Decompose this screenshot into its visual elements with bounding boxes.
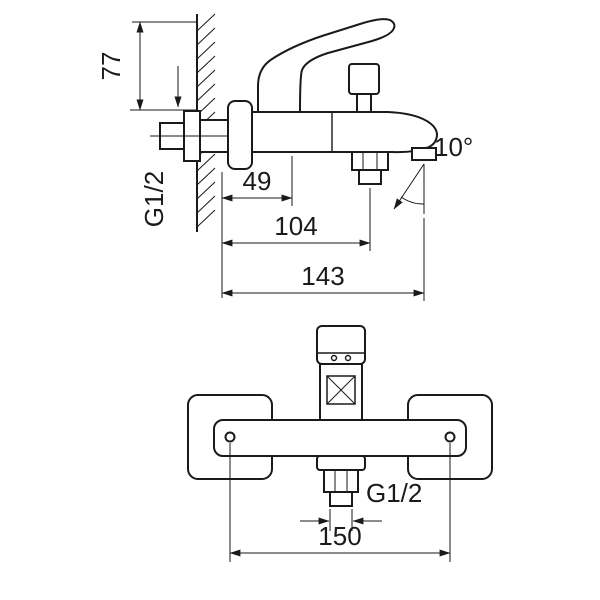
outlet-thread-stub xyxy=(358,169,382,185)
angle-arc xyxy=(400,196,425,205)
dimension-143: 143 xyxy=(221,218,425,301)
dimension-104: 104 xyxy=(221,188,371,251)
dim-104-label: 104 xyxy=(274,211,317,241)
dim-49-label: 49 xyxy=(243,166,272,196)
thread-label-side: G1/2 xyxy=(139,171,169,227)
diverter-knob-front xyxy=(316,325,366,365)
diverter-knob-side xyxy=(348,63,380,113)
diverter-dot xyxy=(330,354,338,362)
diverter-cap xyxy=(348,63,380,95)
dim-143-label: 143 xyxy=(301,261,344,291)
dim-150-label: 150 xyxy=(318,521,361,551)
diverter-cap-front xyxy=(316,325,366,365)
diverter-dot xyxy=(344,354,352,362)
angle-label: 10° xyxy=(434,132,473,162)
bar-end-screw-left xyxy=(224,431,236,443)
outlet-thread-stub-front xyxy=(329,491,353,507)
body-and-spout xyxy=(251,111,439,154)
dimension-49: 49 xyxy=(221,156,293,206)
shower-hose-outlet-side xyxy=(351,151,389,185)
angle-10-annotation: 10° xyxy=(393,132,473,214)
outlet-nut xyxy=(351,151,389,171)
lever-handle xyxy=(257,18,396,113)
window-diagonal xyxy=(326,375,356,405)
mounting-bar xyxy=(213,419,467,457)
front-view-drawing: G1/2 150 xyxy=(187,325,493,562)
angle-flow-arrow xyxy=(393,163,425,210)
diverter-window xyxy=(326,375,356,405)
side-view-drawing: 10° 77 G1/2 49 104 14 xyxy=(96,13,473,301)
wall-connector xyxy=(150,110,229,162)
wall-escutcheon xyxy=(227,100,253,170)
outlet-collar xyxy=(316,455,366,471)
thread-label-front: G1/2 xyxy=(366,478,422,508)
body-column-front xyxy=(319,363,363,423)
bar-end-screw-right xyxy=(444,431,456,443)
dimension-150: 150 xyxy=(229,443,451,562)
shower-hose-outlet-front xyxy=(316,455,366,507)
outlet-hex-nut xyxy=(323,469,359,493)
dimension-77: 77 xyxy=(96,21,196,111)
faucet-body-side xyxy=(251,111,439,161)
thread-width-dimension xyxy=(300,509,382,531)
diverter-stem xyxy=(356,93,372,113)
spout-aerator xyxy=(411,147,437,161)
dim-77-label: 77 xyxy=(96,52,126,81)
